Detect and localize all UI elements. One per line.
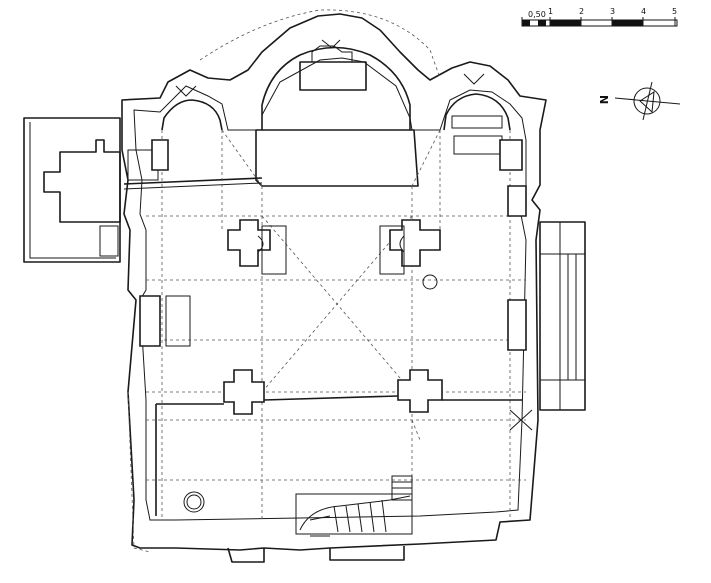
north-label: N bbox=[597, 95, 610, 104]
scale-label-1: 1 bbox=[548, 7, 553, 16]
scale-bar: 0,50 1 2 3 4 5 bbox=[521, 7, 678, 27]
piers bbox=[139, 139, 527, 415]
scale-label-050: 0,50 bbox=[528, 10, 546, 19]
east-porch bbox=[539, 221, 586, 411]
vault-grid bbox=[146, 129, 526, 520]
scale-label-4: 4 bbox=[641, 7, 646, 16]
west-annex bbox=[23, 117, 121, 263]
north-arrow-icon: N bbox=[597, 81, 681, 121]
south-entrance bbox=[227, 535, 405, 563]
outer-walls bbox=[121, 9, 547, 553]
apses bbox=[161, 39, 511, 155]
narthex bbox=[155, 395, 533, 516]
scale-label-2: 2 bbox=[579, 7, 584, 16]
sanctuary bbox=[123, 129, 419, 190]
scale-label-5: 5 bbox=[672, 7, 677, 16]
scale-label-3: 3 bbox=[610, 7, 615, 16]
staircase bbox=[295, 475, 413, 535]
